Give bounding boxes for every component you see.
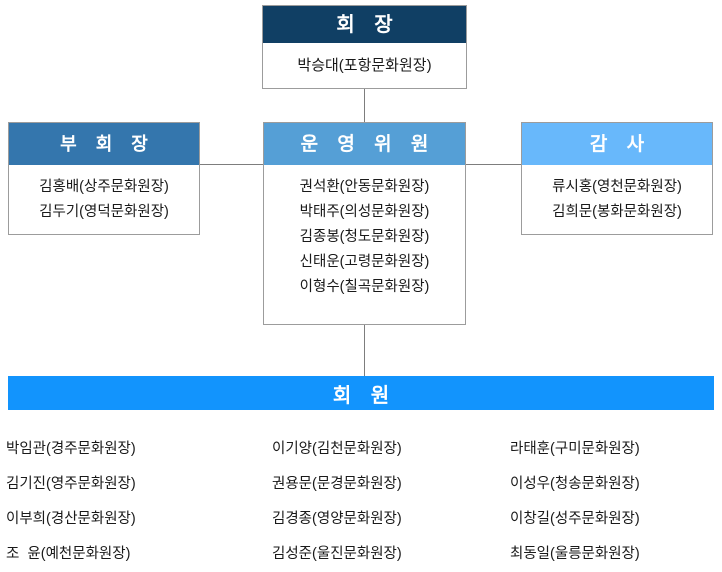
person-entry: 박태주(의성문화원장): [299, 204, 430, 220]
person-entry: 권석환(안동문화원장): [299, 179, 430, 195]
members-banner-title: 회 원: [8, 376, 714, 410]
member-row: 이부희(경산문화원장) 김경종(영양문화원장) 이창길(성주문화원장): [0, 500, 722, 535]
person-entry: 이형수(칠곡문화원장): [299, 279, 430, 295]
person-entry: 김두기(영덕문화원장): [39, 204, 169, 220]
member-entry: 라태훈(구미문화원장): [510, 441, 640, 457]
member-entry: 최동일(울릉문화원장): [510, 546, 640, 562]
member-entry: 이창길(성주문화원장): [510, 511, 640, 527]
member-entry: 조 윤(예천문화원장): [6, 546, 131, 562]
member-entry: 김기진(영주문화원장): [6, 476, 136, 492]
person-entry: 김종봉(청도문화원장): [299, 229, 430, 245]
member-entry: 박임관(경주문화원장): [6, 441, 136, 457]
member-entry: 김경종(영양문화원장): [272, 511, 402, 527]
node-auditor-title: 감 사: [522, 123, 712, 165]
connector-horizontal-bus: [200, 164, 263, 165]
node-auditor: 감 사 류시홍(영천문화원장) 김희문(봉화문화원장): [521, 122, 713, 235]
member-row: 조 윤(예천문화원장) 김성준(울진문화원장) 최동일(울릉문화원장): [0, 535, 722, 570]
node-vice-chairman: 부 회 장 김홍배(상주문화원장) 김두기(영덕문화원장): [8, 122, 200, 235]
connector-chairman-to-steering: [364, 89, 365, 122]
node-chairman-title: 회 장: [263, 6, 466, 43]
person-entry: 김희문(봉화문화원장): [552, 204, 682, 220]
member-entry: 이성우(청송문화원장): [510, 476, 640, 492]
node-vice-chairman-members: 김홍배(상주문화원장) 김두기(영덕문화원장): [9, 165, 199, 234]
member-row: 김기진(영주문화원장) 권용문(문경문화원장) 이성우(청송문화원장): [0, 465, 722, 500]
member-entry: 권용문(문경문화원장): [272, 476, 402, 492]
node-steering-committee: 운 영 위 원 권석환(안동문화원장) 박태주(의성문화원장) 김종봉(청도문화…: [263, 122, 466, 325]
node-chairman-members: 박승대(포항문화원장): [263, 43, 466, 88]
connector-horizontal-bus-right: [466, 164, 521, 165]
member-entry: 이기양(김천문화원장): [272, 441, 402, 457]
person-entry: 류시홍(영천문화원장): [552, 179, 682, 195]
node-vice-chairman-title: 부 회 장: [9, 123, 199, 165]
person-entry: 김홍배(상주문화원장): [39, 179, 169, 195]
node-auditor-members: 류시홍(영천문화원장) 김희문(봉화문화원장): [522, 165, 712, 234]
node-steering-committee-title: 운 영 위 원: [264, 123, 465, 165]
member-entry: 이부희(경산문화원장): [6, 511, 136, 527]
member-row: 박임관(경주문화원장) 이기양(김천문화원장) 라태훈(구미문화원장): [0, 430, 722, 465]
person-entry: 박승대(포항문화원장): [297, 57, 432, 74]
member-entry: 김성준(울진문화원장): [272, 546, 402, 562]
node-steering-committee-members: 권석환(안동문화원장) 박태주(의성문화원장) 김종봉(청도문화원장) 신태운(…: [264, 165, 465, 324]
members-list: 박임관(경주문화원장) 이기양(김천문화원장) 라태훈(구미문화원장) 김기진(…: [0, 430, 722, 570]
node-chairman: 회 장 박승대(포항문화원장): [262, 5, 467, 89]
connector-steering-to-members: [364, 325, 365, 376]
person-entry: 신태운(고령문화원장): [299, 254, 430, 270]
